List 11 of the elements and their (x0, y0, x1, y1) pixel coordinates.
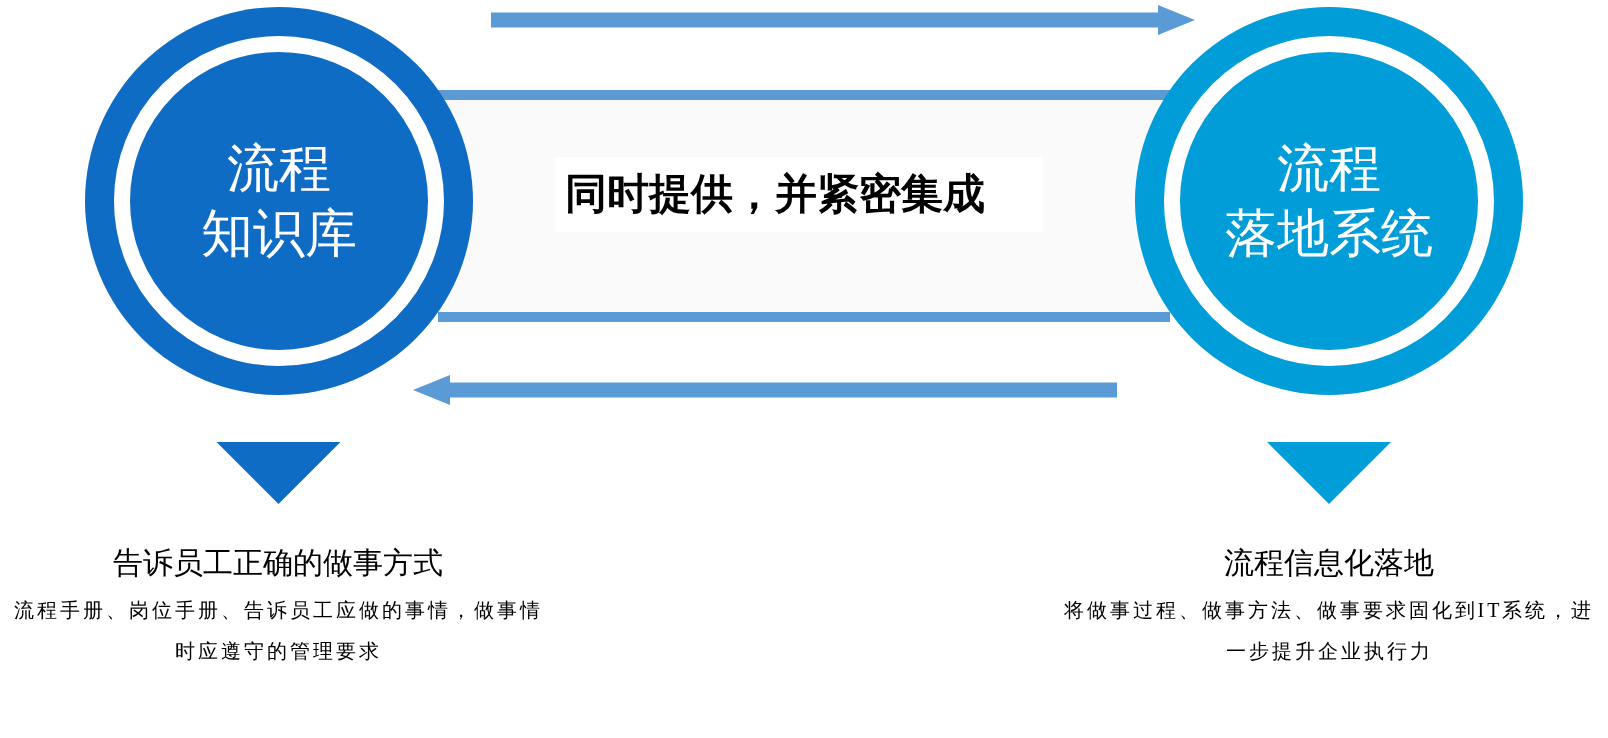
arrow (413, 375, 1117, 405)
band-title: 同时提供，并紧密集成 (555, 157, 1043, 232)
arrow (491, 5, 1195, 35)
circle-label: 流程知识库 (201, 139, 357, 264)
triangle-arrow (216, 442, 341, 504)
description: 将做事过程、做事方法、做事要求固化到IT系统，进一步提升企业执行力 (1063, 599, 1595, 662)
triangle-arrow (1267, 442, 1391, 504)
description: 流程手册、岗位手册、告诉员工应做的事情，做事情时应遵守的管理要求 (13, 599, 543, 662)
heading: 流程信息化落地 (1224, 546, 1434, 579)
circle-label: 流程落地系统 (1225, 139, 1433, 264)
heading: 告诉员工正确的做事方式 (113, 546, 443, 579)
